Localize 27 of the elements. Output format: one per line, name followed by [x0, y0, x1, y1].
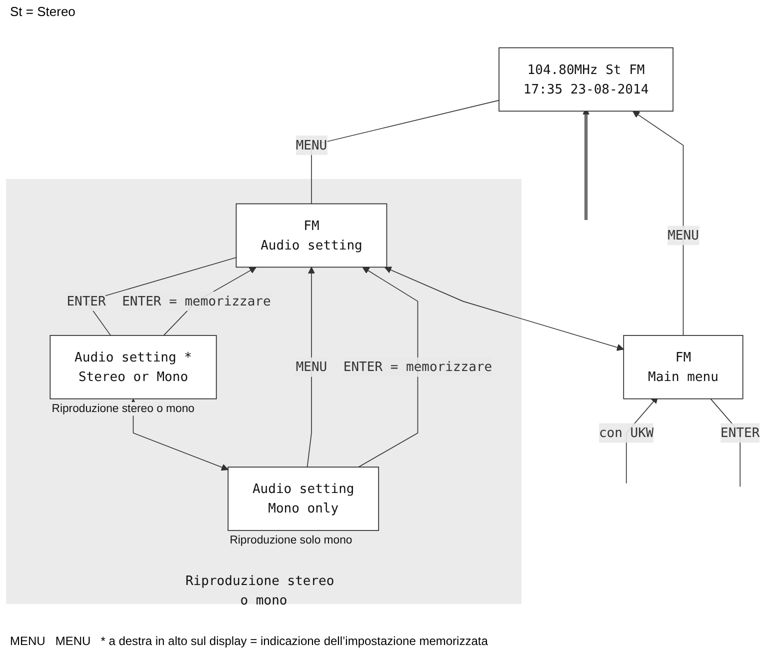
edge-label: con UKW — [598, 424, 654, 440]
arrow — [358, 266, 418, 468]
note-text: * a destra in alto sul display = indicazione dell’impostazione memorizzata — [100, 634, 488, 648]
node-box: FM Main menu — [623, 335, 744, 400]
edge-label: MENU — [296, 137, 328, 153]
edge-label: ENTER — [720, 424, 760, 440]
arrow — [130, 398, 228, 471]
node-box: 104.80MHz St FM 17:35 23-08-2014 — [498, 47, 674, 112]
note-text: St = Stereo — [10, 4, 76, 19]
arrow — [306, 266, 316, 468]
edge-label: ENTER = memorizzare — [343, 359, 492, 374]
connector — [311, 100, 500, 204]
group-title: Riproduzione stereo o mono — [185, 572, 334, 608]
cluster — [6, 179, 522, 604]
arrow — [384, 266, 624, 351]
edge-label: MENU — [296, 359, 328, 374]
node-box: Audio setting Mono only — [228, 466, 380, 531]
edge-label: MENU — [668, 227, 699, 243]
arrow — [632, 110, 684, 336]
edge-label: ENTER — [66, 293, 106, 309]
note-text: MENU — [55, 634, 91, 648]
node-caption: Riproduzione stereo o mono — [52, 402, 194, 415]
edge-label: ENTER = memorizzare — [122, 293, 271, 309]
note-text: MENU — [10, 634, 46, 648]
node-caption: Riproduzione solo mono — [230, 534, 352, 546]
node-box: FM Audio setting — [236, 203, 388, 268]
node-box: Audio setting * Stereo or Mono — [50, 335, 217, 400]
